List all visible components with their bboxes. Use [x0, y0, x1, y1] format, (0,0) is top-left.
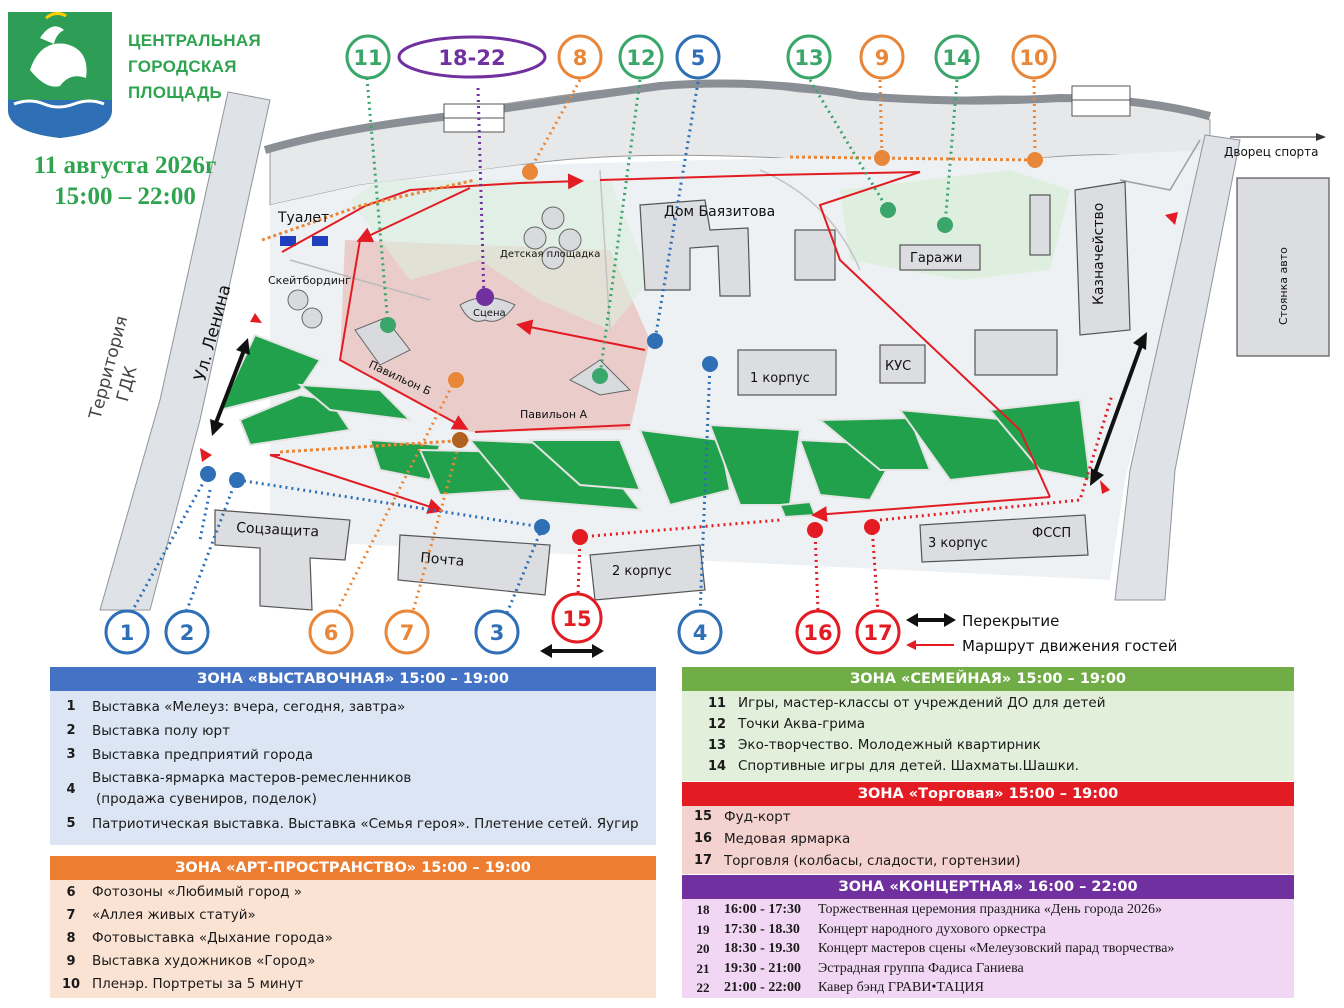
zone-art-header: ЗОНА «АРТ-ПРОСТРАНСТВО» 15:00 – 19:00 — [50, 856, 656, 880]
svg-text:КУС: КУС — [885, 359, 911, 374]
svg-text:Туалет: Туалет — [277, 210, 329, 226]
svg-text:Стоянка авто: Стоянка авто — [1277, 247, 1290, 325]
svg-text:2: 2 — [180, 621, 195, 645]
closure-legend-label: Перекрытие — [962, 612, 1059, 630]
closure-legend-icon — [906, 613, 956, 627]
svg-text:1 корпус: 1 корпус — [750, 371, 810, 386]
svg-text:2 корпус: 2 корпус — [612, 564, 672, 579]
svg-text:12: 12 — [626, 46, 655, 70]
zone-exhibition-header: ЗОНА «ВЫСТАВОЧНАЯ» 15:00 – 19:00 — [50, 667, 656, 691]
zone-family-header: ЗОНА «СЕМЕЙНАЯ» 15:00 – 19:00 — [682, 667, 1294, 691]
svg-text:Скейтбординг: Скейтбординг — [268, 274, 351, 287]
svg-text:11: 11 — [353, 46, 382, 70]
route-legend-label: Маршрут движения гостей — [962, 637, 1177, 655]
marker-6 — [308, 609, 354, 655]
svg-text:Казначейство: Казначейство — [1091, 203, 1107, 305]
svg-text:Почта: Почта — [420, 550, 465, 570]
svg-text:14: 14 — [942, 46, 971, 70]
svg-text:Гаражи: Гаражи — [910, 251, 962, 266]
marker-8 — [557, 34, 603, 80]
svg-text:Соцзащита: Соцзащита — [236, 520, 320, 540]
marker-13 — [786, 34, 832, 80]
marker-9 — [859, 34, 905, 80]
marker-14 — [934, 34, 980, 80]
marker-12 — [618, 34, 664, 80]
marker-2 — [164, 609, 210, 655]
svg-text:Дворец спорта: Дворец спорта — [1224, 145, 1319, 159]
event-date: 11 августа 2026г 15:00 – 22:00 — [33, 152, 217, 210]
marker-16 — [795, 609, 841, 655]
event-map: 1 2 3 4 5 6 7 8 9 10 11 12 13 14 15 16 1… — [8, 11, 1330, 658]
svg-text:5: 5 — [691, 46, 706, 70]
zone-concert-header: ЗОНА «КОНЦЕРТНАЯ» 16:00 – 22:00 — [682, 875, 1294, 899]
marker-3 — [474, 609, 520, 655]
square-title: ЦЕНТРАЛЬНАЯ ГОРОДСКАЯ ПЛОЩАДЬ — [128, 31, 261, 102]
marker-15 — [551, 592, 603, 644]
svg-text:15: 15 — [562, 607, 591, 631]
closure-icon — [212, 339, 1145, 479]
gdk-label: Территория ГДК — [85, 309, 155, 428]
svg-text:1: 1 — [120, 621, 135, 645]
marker-1 — [104, 609, 150, 655]
marker-11 — [345, 34, 391, 80]
route-arrow-icon — [200, 448, 212, 462]
closure-icon — [540, 644, 604, 658]
svg-text:16: 16 — [803, 621, 832, 645]
svg-text:ФССП: ФССП — [1032, 526, 1071, 541]
svg-text:6: 6 — [324, 621, 339, 645]
coat-of-arms-icon — [8, 11, 112, 138]
svg-text:Павильон А: Павильон А — [520, 408, 588, 421]
svg-text:18-22: 18-22 — [438, 46, 505, 70]
svg-text:Дом Баязитова: Дом Баязитова — [664, 204, 775, 220]
marker-4 — [677, 609, 723, 655]
marker-5 — [675, 34, 721, 80]
marker-7 — [384, 609, 430, 655]
svg-text:4: 4 — [693, 621, 708, 645]
marker-10 — [1011, 34, 1057, 80]
svg-text:3: 3 — [490, 621, 505, 645]
marker-17 — [855, 609, 901, 655]
svg-text:3 корпус: 3 корпус — [928, 536, 988, 551]
zone-trade-header: ЗОНА «Торговая» 15:00 – 19:00 — [682, 782, 1294, 806]
svg-text:Детская площадка: Детская площадка — [500, 249, 600, 260]
marker-18-22 — [397, 35, 547, 79]
svg-text:Сцена: Сцена — [473, 308, 506, 319]
svg-text:17: 17 — [863, 621, 892, 645]
route-legend-icon — [906, 640, 954, 650]
list-item: 7«Аллея живых статуй» — [66, 907, 256, 923]
svg-text:7: 7 — [400, 621, 415, 645]
svg-text:10: 10 — [1019, 46, 1048, 70]
svg-text:9: 9 — [875, 46, 890, 70]
svg-text:8: 8 — [573, 46, 588, 70]
svg-text:13: 13 — [794, 46, 823, 70]
